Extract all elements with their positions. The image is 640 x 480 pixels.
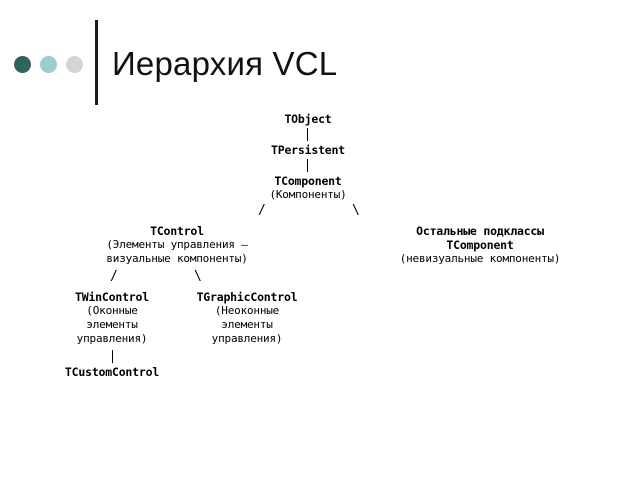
node-twincontrol: TWinControl (Оконные элементы управления… [42,290,182,346]
node-tcontrol-description-line1: (Элементы управления – [106,238,248,251]
node-twincontrol-description-line1: (Оконные [86,304,138,317]
node-tgraphiccontrol-description-line3: управления) [211,332,283,345]
node-other-subclasses-class: TComponent [446,238,514,252]
node-tgraphiccontrol-description-line2: элементы [221,318,273,331]
node-twincontrol-class: TWinControl [75,290,149,304]
dot-dark-icon [14,56,31,73]
dot-light-icon [66,56,83,73]
branch-slash-left: / [258,203,266,218]
node-other-subclasses: Остальные подклассы TComponent (невизуал… [330,224,630,266]
node-tcomponent: TComponent (Компоненты) [228,174,388,202]
branch-slash-left-lower: / [110,269,118,284]
node-other-subclasses-description: (невизуальные компоненты) [399,252,561,265]
slide-header: Иерархия VCL [0,0,640,115]
connector-twincontrol-tcustomcontrol [112,350,113,363]
connector-tobject-tpersistent [307,128,308,141]
node-tgraphiccontrol: TGraphicControl (Неоконные элементы упра… [172,290,322,346]
node-tcomponent-class: TComponent [274,174,342,188]
dot-mid-icon [40,56,57,73]
node-tcontrol-description-line2: визуальные компоненты) [106,252,248,265]
node-tobject: TObject [248,112,368,126]
hierarchy-diagram: TObject TPersistent TComponent (Компонен… [0,112,640,412]
node-tcomponent-description: (Компоненты) [269,188,347,201]
node-twincontrol-description-line3: управления) [76,332,148,345]
connector-tpersistent-tcomponent [307,159,308,172]
node-tpersistent: TPersistent [238,143,378,157]
node-tpersistent-class: TPersistent [271,143,345,157]
node-tcontrol: TControl (Элементы управления – визуальн… [42,224,312,266]
node-twincontrol-description-line2: элементы [86,318,138,331]
node-tcustomcontrol-class: TCustomControl [64,365,160,379]
node-tcustomcontrol: TCustomControl [42,365,182,379]
decorative-dots-group [14,56,83,73]
node-tcontrol-class: TControl [150,224,204,238]
branch-slash-right: \ [352,203,360,218]
node-tobject-class: TObject [284,112,332,126]
node-tgraphiccontrol-class: TGraphicControl [196,290,298,304]
node-tgraphiccontrol-description-line1: (Неоконные [214,304,280,317]
title-divider-rule [95,20,98,105]
branch-slash-right-lower: \ [194,269,202,284]
page-title: Иерархия VCL [112,45,338,82]
node-other-subclasses-title: Остальные подклассы [416,224,544,238]
